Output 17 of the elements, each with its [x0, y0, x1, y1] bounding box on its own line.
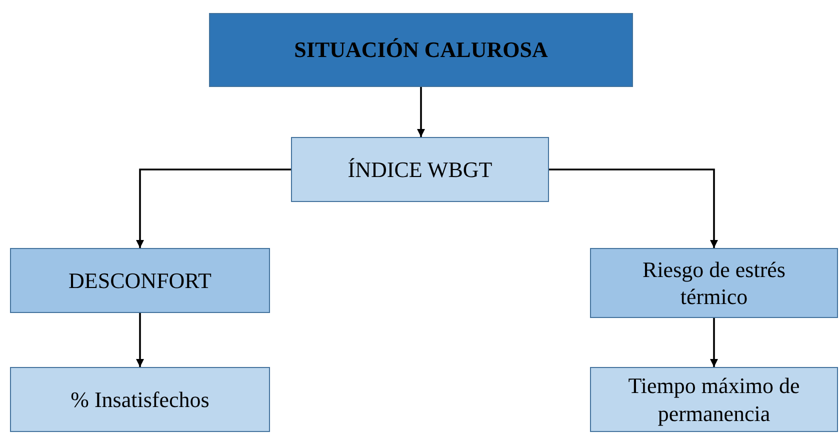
node-label: % Insatisfechos: [70, 386, 210, 414]
result-box: [590, 367, 838, 432]
node-label: DESCONFORT: [68, 266, 212, 294]
category-box: [10, 248, 270, 313]
category-box: [590, 248, 838, 318]
title-box: [209, 13, 633, 87]
node-label: Tiempo máximo de permanencia: [627, 372, 801, 427]
arrow: [136, 313, 144, 367]
node-label: ÍNDICE WBGT: [348, 156, 492, 184]
node-label: Riesgo de estrés térmico: [642, 256, 786, 310]
result-box: [10, 367, 270, 432]
arrow: [710, 318, 718, 367]
index-box: [291, 137, 549, 202]
arrow: [417, 87, 425, 137]
arrow: [136, 168, 291, 248]
arrow: [549, 168, 718, 248]
node-label: SITUACIÓN CALUROSA: [294, 36, 548, 64]
